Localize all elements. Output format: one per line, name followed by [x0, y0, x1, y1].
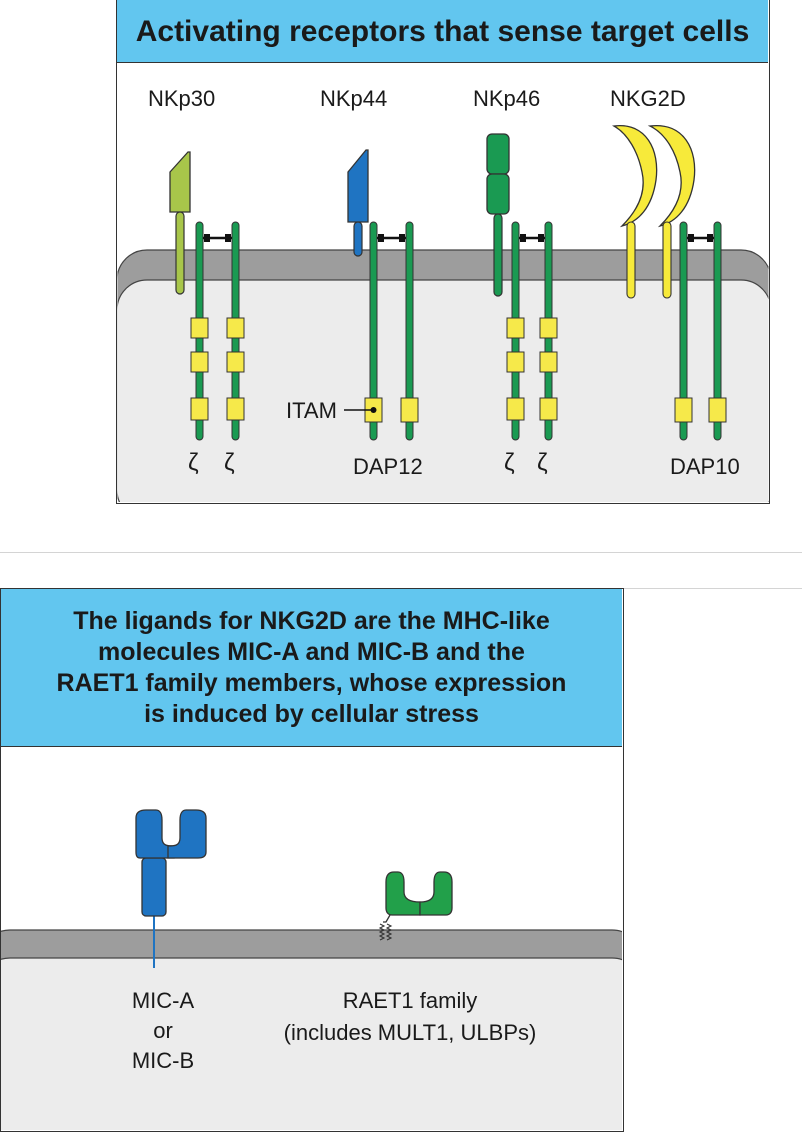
section-divider-top: [0, 552, 802, 553]
zeta-chain-pair-1: [190, 221, 245, 441]
nkp44-receptor: [347, 149, 369, 257]
dap10-chain-pair: [674, 221, 727, 441]
cell-cytoplasm-2: [1, 957, 622, 1130]
raet-label-line-2: (includes MULT1, ULBPs): [284, 1020, 537, 1045]
zeta-label-2b: ζ: [537, 449, 548, 476]
mic-label-line-1: MIC-A: [132, 988, 195, 1013]
label-nkp46: NKp46: [473, 86, 540, 111]
label-nkg2d: NKG2D: [610, 86, 686, 111]
dap12-chain-pair: [344, 221, 419, 441]
label-nkp30: NKp30: [148, 86, 215, 111]
zeta-label-2a: ζ: [504, 449, 515, 476]
activating-receptors-banner: Activating receptors that sense target c…: [117, 0, 768, 63]
raet-label-line-1: RAET1 family: [343, 988, 477, 1013]
itam-label: ITAM: [286, 398, 337, 423]
mic-label-line-2: or: [153, 1018, 173, 1043]
raet1-molecule: [378, 871, 453, 941]
cell-cytoplasm: [117, 279, 769, 502]
panel1-title: Activating receptors that sense target c…: [135, 14, 750, 48]
mic-label-line-3: MIC-B: [132, 1048, 194, 1073]
mic-molecule: [135, 809, 207, 968]
zeta-label-1b: ζ: [224, 449, 235, 476]
dap10-label: DAP10: [670, 454, 740, 479]
dap12-label: DAP12: [353, 454, 423, 479]
zeta-chain-pair-2: [506, 221, 558, 441]
zeta-label-1a: ζ: [188, 449, 199, 476]
label-nkp44: NKp44: [320, 86, 387, 111]
nkp30-receptor: [169, 151, 191, 295]
nkp46-receptor: [486, 133, 510, 297]
nkg2d-receptor: [611, 125, 696, 299]
